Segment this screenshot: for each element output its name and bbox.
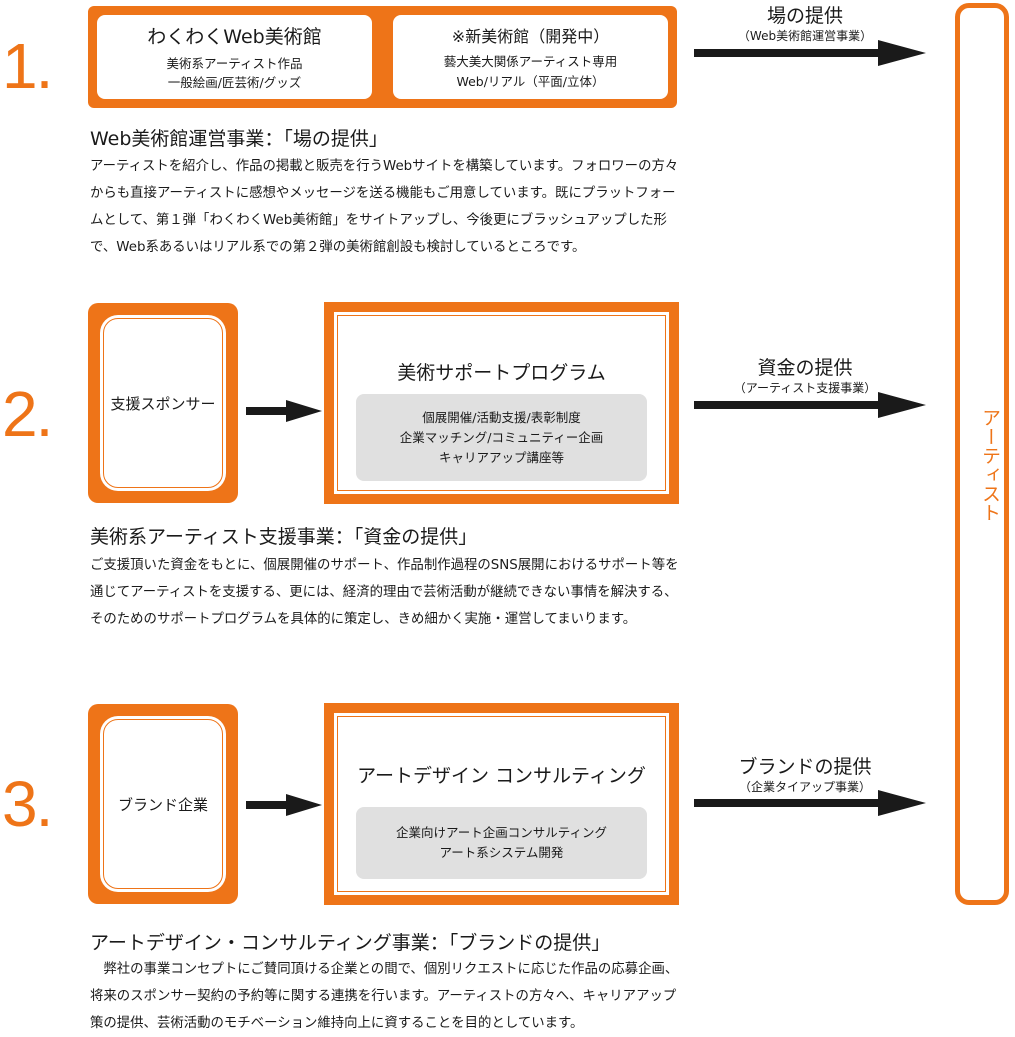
supply-arrow-1 <box>694 40 926 66</box>
supply-sub: （アーティスト支援事業） <box>733 381 877 395</box>
support-program-box: 美術サポートプログラム 個展開催/活動支援/表彰制度 企業マッチング/コミュニテ… <box>324 302 679 504</box>
section-paragraph-1: アーティストを紹介し、作品の掲載と販売を行うWebサイトを構築しています。フォロ… <box>90 159 679 255</box>
artist-column: アーティスト <box>955 3 1009 905</box>
section-paragraph-3: 弊社の事業コンセプトにご賛同頂ける企業との間で、個別リクエストに応じた作品の応募… <box>90 962 679 1031</box>
new-museum-box: ※新美術館（開発中） 藝大美大関係アーティスト専用 Web/リアル（平面/立体） <box>393 15 668 99</box>
program-detail-line: 企業マッチング/コミュニティー企画 <box>399 429 604 445</box>
supply-arrow-2 <box>694 392 926 418</box>
section-number-3: 3. <box>2 768 53 840</box>
wakuwaku-museum-box: わくわくWeb美術館 美術系アーティスト作品 一般絵画/匠芸術/グッズ <box>97 15 372 99</box>
supply-main: ブランドの提供 <box>738 756 872 778</box>
section-heading-1: Web美術館運営事業：「場の提供」 <box>90 128 388 150</box>
consulting-title: アートデザイン コンサルティング <box>357 765 646 787</box>
consulting-details: 企業向けアート企画コンサルティング アート系システム開発 <box>356 807 647 879</box>
supply-main: 場の提供 <box>766 5 843 27</box>
flow-arrow-3 <box>246 794 322 816</box>
section-number-2: 2. <box>2 378 53 450</box>
sponsor-card-label: 支援スポンサー <box>110 394 216 413</box>
artist-label: アーティスト <box>979 408 1001 522</box>
sponsor-card: 支援スポンサー <box>88 303 238 503</box>
brand-company-card: ブランド企業 <box>88 704 238 904</box>
supply-main: 資金の提供 <box>757 357 853 379</box>
section-paragraph-2: ご支援頂いた資金をもとに、個展開催のサポート、作品制作過程のSNS展開におけるサ… <box>90 558 679 627</box>
supply-label-2: 資金の提供 （アーティスト支援事業） <box>695 356 915 396</box>
consulting-detail-line: 企業向けアート企画コンサルティング <box>395 825 607 840</box>
supply-sub: （企業タイアップ事業） <box>738 780 871 794</box>
box-line: Web/リアル（平面/立体） <box>456 73 605 89</box>
consulting-detail-line: アート系システム開発 <box>439 845 564 860</box>
box-line: 藝大美大関係アーティスト専用 <box>443 54 618 70</box>
supply-label-3: ブランドの提供 （企業タイアップ事業） <box>695 755 915 795</box>
consulting-box: アートデザイン コンサルティング 企業向けアート企画コンサルティング アート系シ… <box>324 703 679 905</box>
section-heading-3: アートデザイン・コンサルティング事業：「ブランドの提供」 <box>90 932 611 954</box>
box-title: わくわくWeb美術館 <box>147 25 322 48</box>
box-line: 一般絵画/匠芸術/グッズ <box>167 75 302 90</box>
flow-arrow-2 <box>246 400 322 422</box>
supply-sub: （Web美術館運営事業） <box>737 29 873 43</box>
program-details: 個展開催/活動支援/表彰制度 企業マッチング/コミュニティー企画 キャリアアップ… <box>356 394 647 481</box>
section-number-1: 1. <box>2 30 53 102</box>
box-line: 美術系アーティスト作品 <box>166 55 303 71</box>
supply-label-1: 場の提供 （Web美術館運営事業） <box>695 4 915 44</box>
program-detail-line: 個展開催/活動支援/表彰制度 <box>422 409 581 425</box>
brand-card-label: ブランド企業 <box>117 795 208 814</box>
program-title: 美術サポートプログラム <box>397 362 606 384</box>
section-heading-2: 美術系アーティスト支援事業：「資金の提供」 <box>90 526 478 548</box>
web-museum-panel: わくわくWeb美術館 美術系アーティスト作品 一般絵画/匠芸術/グッズ ※新美術… <box>88 6 677 108</box>
program-detail-line: キャリアアップ講座等 <box>438 449 564 465</box>
supply-arrow-3 <box>694 790 926 816</box>
box-title: ※新美術館（開発中） <box>451 27 610 47</box>
